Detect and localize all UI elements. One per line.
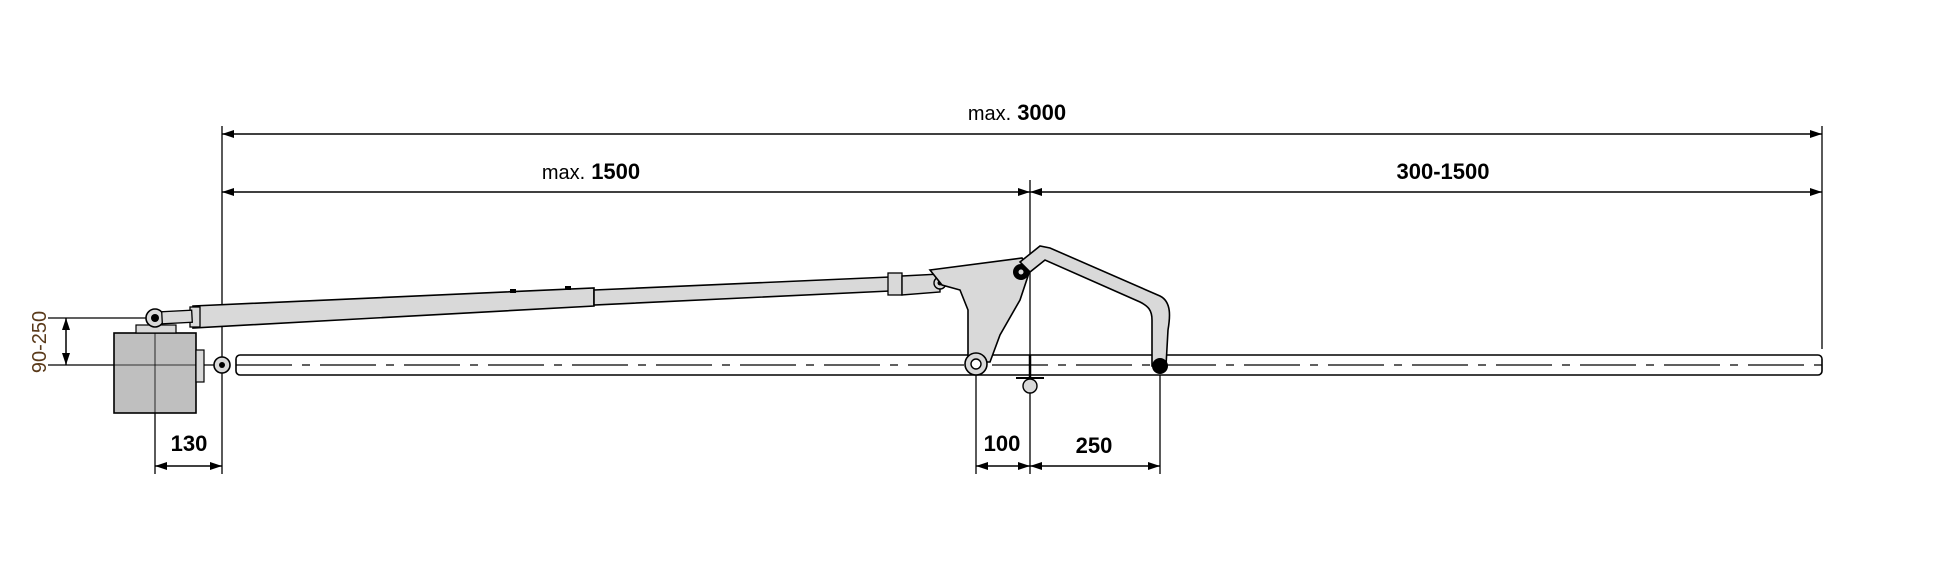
arm-end-fitting (901, 273, 941, 296)
arm-inner-tube (593, 276, 891, 306)
bent-lever (1018, 245, 1171, 374)
rod-end-top-link (161, 309, 193, 325)
bracket-upper-pivot-hole (1018, 269, 1024, 275)
dim-label-vertical: 90-250 (29, 311, 51, 373)
rod-end-bottom (213, 356, 231, 374)
motor-flange (195, 349, 205, 383)
rod-end-top-pin (151, 314, 159, 322)
dimension-lines (62, 130, 1822, 470)
dim-label-arm: max. 1500 (542, 159, 640, 184)
rod-end-top (145, 308, 193, 328)
center-bolt (1016, 355, 1044, 394)
dim-arm-value: 1500 (591, 159, 640, 184)
lever-body (1018, 245, 1171, 367)
arm-screw-1 (510, 289, 516, 293)
center-bolt-head (1022, 378, 1038, 394)
dim-arm-prefix: max. (542, 162, 585, 184)
arm-collar-right (887, 272, 903, 296)
lever-end-joint (1152, 358, 1168, 374)
dim-overall-prefix: max. (968, 103, 1011, 125)
arm-outer-tube (192, 287, 595, 329)
dim-overall-value: 3000 (1017, 100, 1066, 125)
dim-label-motor: 130 (171, 431, 208, 456)
dimension-labels: max. 3000 max. 1500 300-1500 90-250 130 10… (29, 100, 1489, 458)
dim-label-overall: max. 3000 (968, 100, 1066, 125)
dim-label-sash: 300-1500 (1397, 159, 1490, 184)
motor-unit (113, 324, 205, 414)
bracket-lower-pivot-inner (970, 358, 982, 370)
rod-end-bottom-pin (219, 362, 225, 368)
dim-label-pivot: 100 (984, 431, 1021, 456)
telescopic-arm (189, 272, 947, 329)
dim-label-lever: 250 (1076, 433, 1113, 458)
arm-screw-2 (565, 286, 571, 290)
